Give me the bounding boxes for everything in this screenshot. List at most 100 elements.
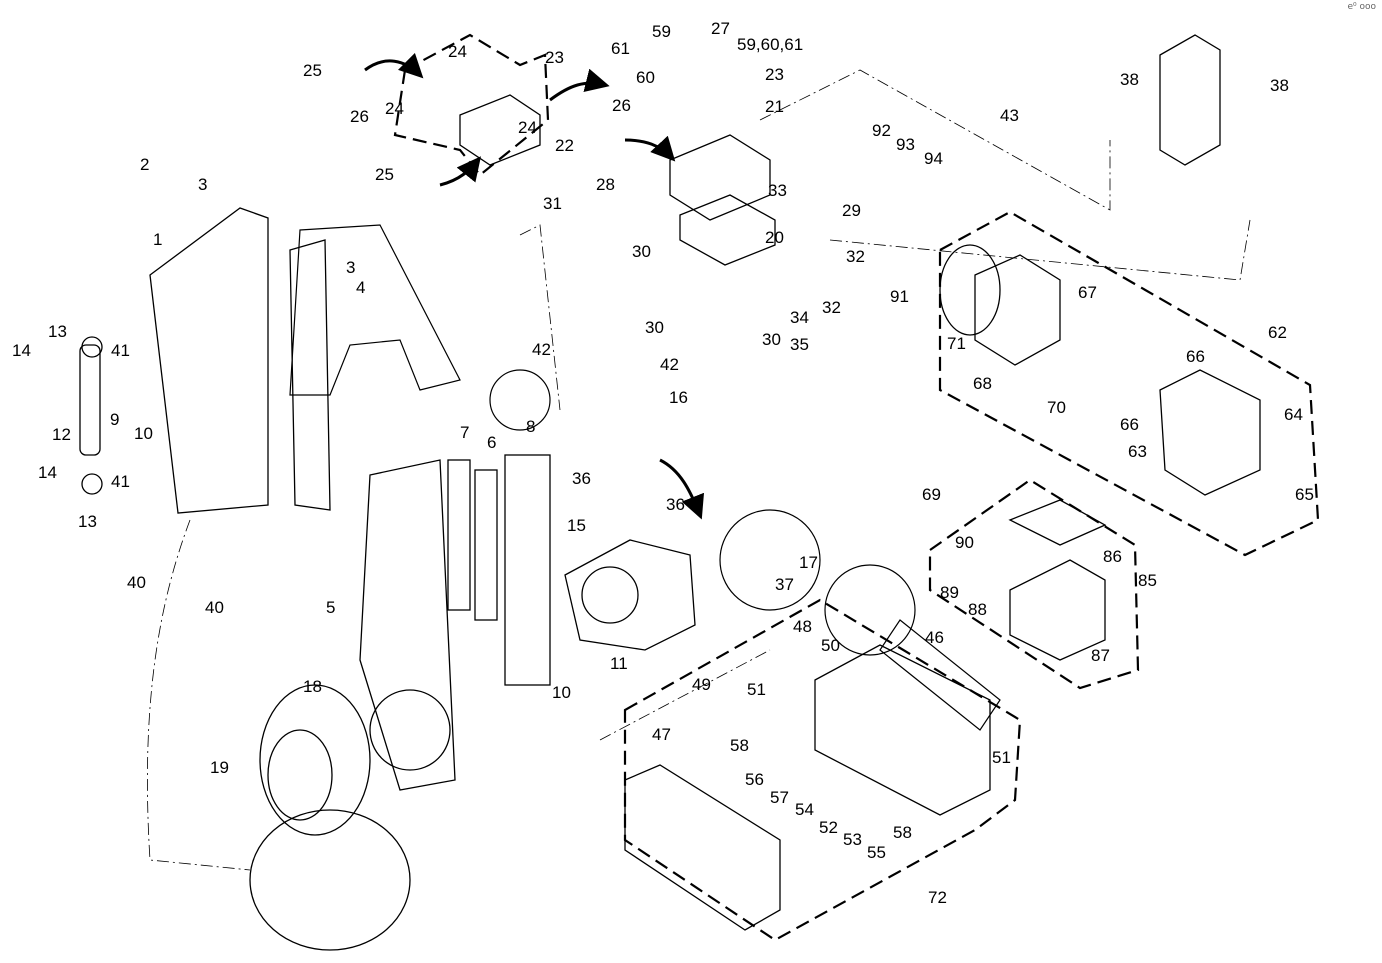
callout-label-59-60-61: 59,60,61	[737, 35, 803, 54]
callout-label-40: 40	[205, 598, 224, 617]
arrow-22-to-block	[624, 135, 676, 162]
callout-label-36: 36	[666, 495, 685, 514]
callout-label-41: 41	[111, 341, 130, 360]
callout-label-23: 23	[765, 65, 784, 84]
callout-label-47: 47	[652, 725, 671, 744]
callout-label-27: 27	[711, 19, 730, 38]
callout-label-14: 14	[12, 341, 31, 360]
callout-label-30: 30	[632, 242, 651, 261]
callout-label-21: 21	[765, 97, 784, 116]
callout-label-26: 26	[350, 107, 369, 126]
callout-label-57: 57	[770, 788, 789, 807]
callout-label-25: 25	[375, 165, 394, 184]
callout-label-30: 30	[762, 330, 781, 349]
callout-label-38: 38	[1270, 76, 1289, 95]
callout-label-71: 71	[947, 334, 966, 353]
callout-label-10: 10	[134, 424, 153, 443]
callout-label-1: 1	[153, 230, 162, 249]
callout-label-62: 62	[1268, 323, 1287, 342]
callout-label-24: 24	[385, 99, 404, 118]
callout-label-51: 51	[747, 680, 766, 699]
callout-label-67: 67	[1078, 283, 1097, 302]
electrical-cabinet	[624, 644, 991, 931]
callout-label-48: 48	[793, 617, 812, 636]
callout-label-11: 11	[610, 654, 628, 673]
callout-label-12: 12	[52, 425, 71, 444]
callout-label-46: 46	[925, 628, 944, 647]
callout-label-29: 29	[842, 201, 861, 220]
junction-box	[1008, 499, 1107, 661]
hydraulic-pump	[564, 539, 696, 651]
callout-label-8: 8	[526, 417, 535, 436]
callout-label-59: 59	[652, 22, 671, 41]
valve-group-box	[393, 33, 550, 177]
callout-label-65: 65	[1295, 485, 1314, 504]
callout-label-16: 16	[669, 388, 688, 407]
callout-label-36: 36	[572, 469, 591, 488]
control-box-group	[938, 210, 1320, 557]
callout-label-40: 40	[127, 573, 146, 592]
callout-label-24: 24	[448, 42, 467, 61]
callout-label-3: 3	[346, 258, 355, 277]
callout-label-90: 90	[955, 533, 974, 552]
callout-label-38: 38	[1120, 70, 1139, 89]
callout-label-15: 15	[567, 516, 586, 535]
callout-label-52: 52	[819, 818, 838, 837]
callout-label-13: 13	[48, 322, 67, 341]
arrow-valve-to-26	[549, 68, 610, 102]
callout-label-53: 53	[843, 830, 862, 849]
callout-label-88: 88	[968, 600, 987, 619]
belt-arm	[359, 459, 456, 791]
callout-label-3: 3	[198, 175, 207, 194]
callout-label-33: 33	[768, 181, 787, 200]
electrical-cabinet-group	[623, 598, 1022, 942]
callout-label-61: 61	[611, 39, 630, 58]
spacer-plates	[447, 454, 551, 686]
callout-label-50: 50	[821, 636, 840, 655]
callout-label-20: 20	[765, 228, 784, 247]
callout-label-60: 60	[636, 68, 655, 87]
junction-box-group	[928, 478, 1140, 690]
callout-label-51: 51	[992, 748, 1011, 767]
callout-label-55: 55	[867, 843, 886, 862]
callout-label-69: 69	[922, 485, 941, 504]
callout-label-14: 14	[38, 463, 57, 482]
callout-label-31: 31	[543, 194, 562, 213]
callout-label-87: 87	[1091, 646, 1110, 665]
callout-label-64: 64	[1284, 405, 1303, 424]
callout-label-30: 30	[645, 318, 664, 337]
callout-label-2: 2	[140, 155, 149, 174]
callout-label-72: 72	[928, 888, 947, 907]
callout-label-7: 7	[460, 423, 469, 442]
arrow-36	[659, 458, 705, 520]
callout-label-58: 58	[730, 736, 749, 755]
callout-label-18: 18	[303, 677, 322, 696]
callout-label-32: 32	[846, 247, 865, 266]
manifold	[1159, 34, 1221, 166]
callout-label-4: 4	[356, 278, 365, 297]
callout-label-86: 86	[1103, 547, 1122, 566]
arrow-25-to-valve	[364, 52, 424, 79]
cylinder	[79, 336, 103, 495]
callout-label-35: 35	[790, 335, 809, 354]
callout-label-85: 85	[1138, 571, 1157, 590]
arrow-25-lower	[439, 156, 481, 187]
callout-label-89: 89	[940, 583, 959, 602]
callout-label-70: 70	[1047, 398, 1066, 417]
callout-label-54: 54	[795, 800, 814, 819]
callout-label-28: 28	[596, 175, 615, 194]
callout-label-26: 26	[612, 96, 631, 115]
callout-label-43: 43	[1000, 106, 1019, 125]
callout-label-93: 93	[896, 135, 915, 154]
callout-label-37: 37	[775, 575, 794, 594]
callout-label-41: 41	[111, 472, 130, 491]
callout-label-9: 9	[110, 410, 119, 429]
callout-label-32: 32	[822, 298, 841, 317]
callout-label-34: 34	[790, 308, 809, 327]
bracket-plate	[149, 207, 331, 514]
callout-label-94: 94	[924, 149, 943, 168]
callout-label-58: 58	[893, 823, 912, 842]
callout-label-25: 25	[303, 61, 322, 80]
